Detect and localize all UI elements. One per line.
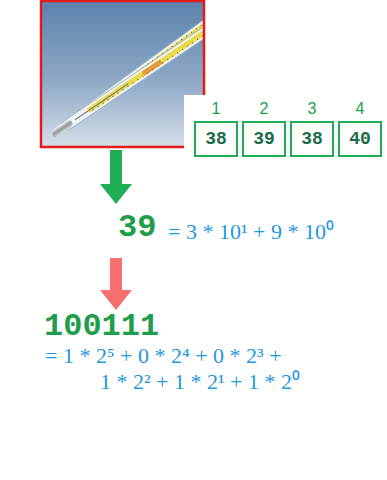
- cell-border: 39: [242, 121, 286, 157]
- callout-number: 2: [260, 100, 269, 118]
- cell-border: 38: [194, 121, 238, 157]
- cell-panel: [184, 95, 387, 183]
- digit-cell: 1 38: [194, 100, 238, 157]
- number-value: 39: [118, 211, 156, 245]
- expansion-formula: = 3 * 10¹ + 9 * 10⁰: [168, 219, 334, 245]
- digit-value: 40: [349, 129, 371, 149]
- down-arrow: [100, 150, 132, 204]
- cell-border: 40: [338, 121, 382, 157]
- digit-cell: 2 39: [242, 100, 286, 157]
- callout-number: 3: [308, 100, 317, 118]
- mercury-line: [75, 83, 129, 120]
- digit-cell: 4 40: [338, 100, 382, 157]
- callout-number: 4: [356, 100, 365, 118]
- glass-tube: [61, 11, 204, 131]
- number-value: 100111: [44, 310, 159, 344]
- digit-value: 38: [301, 129, 323, 149]
- photo-frame: [41, 1, 204, 147]
- formula-line: 1 * 2² + 1 * 2¹ + 1 * 2⁰: [100, 369, 300, 395]
- digit-value: 38: [205, 129, 227, 149]
- label-holder: = 3 * 10¹ + 9 * 10⁰: [168, 219, 334, 245]
- callout-number: 1: [212, 100, 221, 118]
- expansion-formula: = 1 * 2⁵ + 0 * 2⁴ + 0 * 2³ + 1 * 2² + 1 …: [45, 343, 300, 395]
- cell-border: 38: [290, 121, 334, 157]
- thermometer-bulb: [51, 119, 74, 138]
- down-arrow: [100, 258, 132, 310]
- color-band: [142, 59, 163, 75]
- thermometer: [51, 11, 204, 138]
- label-holder: 39: [118, 211, 156, 245]
- formula-line: = 1 * 2⁵ + 0 * 2⁴ + 0 * 2³ +: [45, 343, 300, 369]
- photo-background: [41, 1, 204, 147]
- label-holder: = 1 * 2⁵ + 0 * 2⁴ + 0 * 2³ + 1 * 2² + 1 …: [45, 343, 300, 395]
- digit-value: 39: [253, 129, 275, 149]
- digit-cell: 3 38: [290, 100, 334, 157]
- label-holder: 100111: [44, 310, 159, 344]
